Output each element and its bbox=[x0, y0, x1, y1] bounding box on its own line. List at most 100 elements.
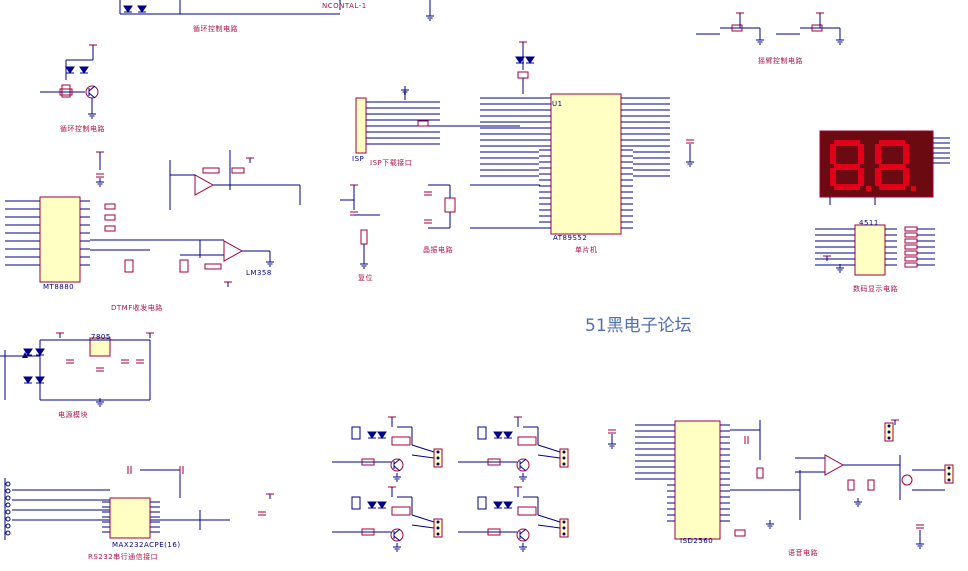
resistor bbox=[360, 229, 368, 245]
resistor bbox=[204, 263, 222, 270]
transistor bbox=[88, 85, 96, 92]
connector-pin bbox=[436, 462, 440, 466]
segment-f bbox=[875, 144, 881, 164]
transistor bbox=[519, 528, 527, 535]
connector-pin bbox=[947, 472, 951, 476]
resistor bbox=[104, 225, 116, 232]
chip-isp-name: ISP bbox=[352, 155, 365, 163]
db9-pin bbox=[5, 509, 11, 515]
resistor bbox=[731, 24, 743, 32]
diode bbox=[503, 501, 513, 509]
db9-pin bbox=[5, 523, 11, 529]
segment-d bbox=[879, 184, 905, 190]
wire bbox=[537, 454, 561, 459]
connector-pin bbox=[947, 478, 951, 482]
relay-coil bbox=[391, 436, 411, 446]
connector-pin bbox=[947, 466, 951, 470]
db9-pin bbox=[5, 530, 11, 536]
segment-e bbox=[830, 168, 836, 186]
diode bbox=[525, 56, 535, 64]
crystal-body bbox=[444, 197, 456, 213]
speaker bbox=[901, 474, 913, 486]
wire bbox=[537, 514, 561, 523]
resistor bbox=[361, 528, 375, 536]
chip-mcu-name: AT89S52 bbox=[553, 234, 588, 242]
resistor bbox=[811, 24, 823, 32]
block-label-rs232: RS232串行通信接口 bbox=[88, 553, 159, 561]
resistor bbox=[104, 203, 116, 210]
diode bbox=[35, 348, 45, 356]
block-label-power: 电源模块 bbox=[58, 411, 88, 419]
chip-7805-name: 7805 bbox=[91, 333, 111, 341]
op-amp bbox=[194, 174, 215, 196]
connector-pin bbox=[562, 456, 566, 460]
transistor bbox=[390, 458, 404, 472]
resistor bbox=[734, 529, 746, 537]
isp-header-body bbox=[355, 97, 367, 154]
resistor bbox=[904, 250, 918, 256]
resistor bbox=[867, 479, 875, 491]
diode bbox=[377, 501, 387, 509]
segment-b bbox=[903, 144, 909, 164]
transistor bbox=[85, 85, 99, 99]
relay-led bbox=[477, 426, 487, 440]
transistor bbox=[516, 458, 530, 472]
resistor bbox=[756, 467, 764, 479]
resistor bbox=[904, 262, 918, 268]
block-label-voice: 语音电路 bbox=[788, 549, 818, 557]
resistor bbox=[904, 238, 918, 244]
segment-g bbox=[834, 164, 860, 170]
block-label-dtmf: DTMF收发电路 bbox=[111, 304, 163, 312]
block-label-steer: 循环控制电路 bbox=[60, 125, 105, 133]
op-amp bbox=[824, 454, 845, 476]
resistor bbox=[124, 259, 134, 273]
resistor bbox=[487, 528, 501, 536]
transistor bbox=[393, 465, 401, 472]
block-label-crystal: 晶振电路 bbox=[423, 246, 453, 254]
segment-a bbox=[879, 140, 905, 146]
chip-dtmf-name: MT8880 bbox=[43, 283, 75, 291]
segment-f bbox=[830, 144, 836, 164]
diode bbox=[493, 431, 503, 439]
resistor bbox=[231, 167, 245, 174]
chip-rs232-name: MAX232ACPE(16) bbox=[112, 541, 181, 549]
block-label-motor-control: 摇臂控制电路 bbox=[758, 57, 803, 65]
connector-pin bbox=[562, 462, 566, 466]
resistor bbox=[904, 226, 918, 232]
segment-e bbox=[875, 168, 881, 186]
resistor bbox=[487, 458, 501, 466]
db9-pin bbox=[5, 502, 11, 508]
resistor bbox=[179, 259, 189, 273]
resistor bbox=[904, 256, 918, 262]
diode bbox=[22, 352, 28, 358]
transistor bbox=[393, 528, 401, 535]
wire bbox=[537, 524, 561, 529]
transistor bbox=[390, 528, 404, 542]
resistor bbox=[904, 244, 918, 250]
segment-c bbox=[903, 168, 909, 186]
connector-pin bbox=[887, 436, 891, 440]
resistor bbox=[61, 84, 71, 98]
wire bbox=[411, 524, 435, 529]
op-amp bbox=[223, 240, 244, 262]
resistor bbox=[361, 458, 375, 466]
rs232-chip-body bbox=[109, 497, 151, 539]
block-label-left-motor: 循环控制电路 bbox=[193, 25, 238, 33]
segment-a bbox=[834, 140, 860, 146]
resistor bbox=[517, 71, 529, 79]
dtmf-chip-body bbox=[39, 196, 81, 283]
connector-pin bbox=[562, 450, 566, 454]
diode bbox=[493, 501, 503, 509]
diode bbox=[137, 5, 147, 13]
connector-pin bbox=[436, 532, 440, 536]
chip-lm358-name: LM358 bbox=[246, 269, 272, 277]
diode bbox=[377, 431, 387, 439]
transistor bbox=[519, 458, 527, 465]
wire bbox=[411, 514, 435, 523]
diode bbox=[503, 431, 513, 439]
watermark-text: 51黑电子论坛 bbox=[585, 316, 692, 336]
transistor bbox=[393, 458, 401, 465]
diode bbox=[79, 66, 89, 74]
